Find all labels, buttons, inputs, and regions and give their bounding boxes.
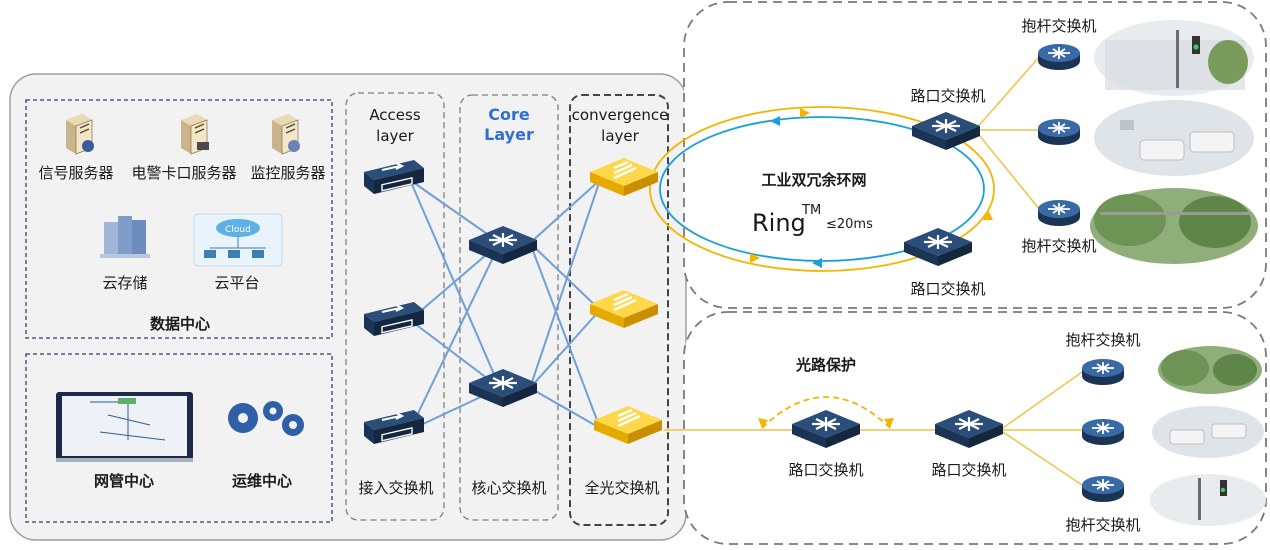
core-layer-title: Core: [488, 105, 530, 124]
convergence-layer-title: layer: [601, 127, 639, 145]
pole-switch-icon: [1037, 199, 1081, 227]
intersection-switch-label: 路口交换机: [788, 461, 863, 479]
cloud-badge: Cloud: [225, 225, 251, 235]
pole-switch-icon: [1081, 475, 1125, 503]
convergence-layer-title: convergence: [572, 106, 669, 124]
main-panel: [9, 73, 687, 541]
pole-switch-icon: [1081, 418, 1125, 446]
tree-photo: [1090, 188, 1258, 264]
access-layer-title: Access: [369, 106, 421, 124]
core-layer-title: Layer: [484, 125, 534, 144]
cloud-platform-label: 云平台: [214, 274, 259, 292]
ring-outer: [649, 106, 995, 272]
pole-switch-icon: [1081, 358, 1125, 386]
protection-arc: [761, 396, 891, 429]
access-switch-label: 接入交换机: [358, 479, 433, 497]
convergence-layer-box: [569, 94, 669, 526]
monitor-server-icon: [271, 113, 300, 155]
access-layer-box: [345, 92, 445, 521]
optical-switch-label: 全光交换机: [584, 479, 659, 497]
ring-title: 工业双冗余环网: [761, 171, 866, 189]
cloud-storage-label: 云存储: [102, 274, 147, 292]
monitor-server-label: 监控服务器: [250, 164, 325, 182]
gears-icon: [228, 401, 304, 436]
ring-tm: TM: [801, 203, 821, 218]
data-center-box: [25, 99, 333, 339]
camera-photo: [1094, 100, 1254, 176]
pole-switch-label: 抱杆交换机: [1021, 237, 1096, 255]
signal-server-label: 信号服务器: [38, 164, 113, 182]
traffic-light-photo: [1094, 20, 1254, 96]
police-checkpoint-server-icon: [180, 113, 209, 155]
pole-switch-icon: [1037, 118, 1081, 146]
signal-server-icon: [65, 113, 94, 155]
data-center-title: 数据中心: [150, 315, 210, 333]
ring-time: ≤20ms: [826, 217, 873, 232]
pole-switch-label: 抱杆交换机: [1065, 516, 1140, 534]
ring-word: Ring: [752, 209, 806, 237]
intersection-switch-label: 路口交换机: [910, 280, 985, 298]
ops-box: [25, 353, 333, 523]
traffic-light-photo: [1150, 474, 1266, 526]
cloud-storage-icon: [100, 216, 150, 258]
nms-center-label: 网管中心: [94, 472, 154, 490]
pole-switch-label: 抱杆交换机: [1065, 331, 1140, 349]
tree-photo: [1158, 346, 1262, 394]
camera-photo: [1152, 406, 1264, 458]
nms-monitor-icon: [56, 392, 193, 462]
om-center-label: 运维中心: [232, 472, 292, 490]
pole-switch-label: 抱杆交换机: [1021, 17, 1096, 35]
intersection-switch-label: 路口交换机: [910, 87, 985, 105]
cloud-platform-icon: [193, 213, 283, 267]
intersection-switch-label: 路口交换机: [931, 461, 1006, 479]
access-layer-title: layer: [376, 127, 414, 145]
pole-switch-icon: [1037, 43, 1081, 71]
protection-label: 光路保护: [795, 356, 856, 374]
core-switch-label: 核心交换机: [471, 479, 546, 497]
police-checkpoint-server-label: 电警卡口服务器: [131, 164, 236, 182]
